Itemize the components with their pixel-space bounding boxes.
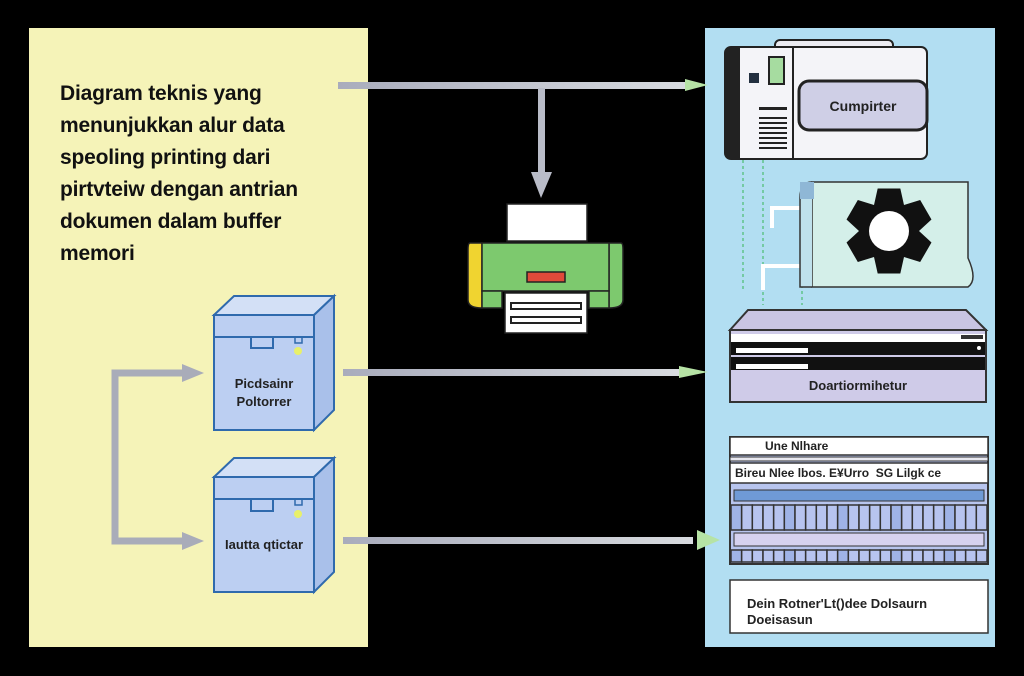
- queue-cell: [868, 549, 882, 563]
- queue-cell: [964, 504, 978, 531]
- queue-cell: [858, 549, 871, 563]
- loop-connector-arrow: [111, 364, 204, 550]
- connection-lines: [742, 160, 803, 305]
- description-line: memori: [60, 242, 135, 265]
- note-box: [729, 579, 989, 634]
- queue-cell: [804, 549, 818, 563]
- queue-cell: [900, 504, 914, 531]
- box-top-label-line1: Picdsainr: [234, 376, 294, 391]
- diagram-description: Diagram teknis yang menunjukkan alur dat…: [60, 78, 350, 270]
- queue-cell: [740, 504, 754, 531]
- arrow-bottom: [343, 530, 720, 550]
- box-top-label: Picdsainr Poltorrer: [214, 375, 314, 411]
- queue-cell: [858, 504, 871, 531]
- queue-cell: [751, 549, 764, 563]
- queue-cell: [879, 504, 892, 531]
- queue-cell: [826, 504, 839, 531]
- description-line: menunjukkan alur data: [60, 114, 285, 137]
- arrow-middle: [343, 366, 708, 378]
- queue-cell: [836, 549, 850, 563]
- queue-cell: [804, 504, 818, 531]
- queue-cell: [943, 504, 956, 531]
- queue-cell: [890, 549, 903, 563]
- queue-cell: [815, 504, 828, 531]
- queue-cell: [911, 549, 924, 563]
- buffer-box-bottom-icon: [211, 455, 337, 595]
- document-queue-panel: [729, 436, 989, 565]
- queue-header: Une Nlhare: [765, 439, 829, 453]
- description-line: dokumen dalam buffer: [60, 210, 282, 233]
- queue-cell: [826, 549, 839, 563]
- server-icon: [727, 309, 989, 403]
- queue-cell: [772, 549, 786, 563]
- queue-cell: [730, 549, 743, 563]
- server-label: Doartiormihetur: [808, 378, 908, 393]
- computer-icon: [724, 39, 929, 160]
- queue-row-text: Bireu Nlee lbos. E¥Urro SG Lilgk ce: [735, 466, 942, 480]
- queue-cell: [900, 549, 914, 563]
- queue-cell: [847, 549, 860, 563]
- queue-cell: [890, 504, 903, 531]
- queue-cell: [922, 549, 935, 563]
- queue-cell: [815, 549, 828, 563]
- note-line-2: Doeisasun: [747, 612, 813, 627]
- queue-cell: [794, 549, 807, 563]
- queue-cell: [730, 504, 743, 531]
- arrow-top: [338, 79, 708, 91]
- computer-label: Cumpirter: [829, 98, 897, 114]
- note-line-1: Dein Rotner'Lt()dee Dolsaurn: [747, 596, 928, 611]
- description-line: pirtvteiw dengan antrian: [60, 178, 298, 201]
- queue-cell: [932, 504, 946, 531]
- queue-cell: [954, 549, 967, 563]
- queue-cell: [964, 549, 978, 563]
- gear-icon: [846, 188, 932, 274]
- queue-cells: [730, 504, 988, 531]
- printer-icon: [467, 203, 624, 334]
- buffer-box-top-icon: [211, 293, 337, 433]
- queue-cell: [836, 504, 850, 531]
- queue-cell: [751, 504, 764, 531]
- queue-cell: [847, 504, 860, 531]
- queue-cell: [975, 504, 988, 531]
- queue-cell: [783, 504, 796, 531]
- box-bottom-label: Iautta qtictar: [224, 537, 303, 552]
- queue-cell: [868, 504, 882, 531]
- queue-cell: [740, 549, 754, 563]
- queue-cell: [794, 504, 807, 531]
- queue-cell: [762, 549, 775, 563]
- arrow-down-to-printer: [531, 88, 552, 198]
- queue-cell: [772, 504, 786, 531]
- queue-cells: [730, 549, 988, 563]
- box-top-label-line2: Poltorrer: [236, 394, 292, 409]
- queue-cell: [879, 549, 892, 563]
- description-line: Diagram teknis yang: [60, 82, 262, 105]
- queue-cell: [922, 504, 935, 531]
- queue-cell: [975, 549, 988, 563]
- description-line: speoling printing dari: [60, 146, 271, 169]
- queue-cell: [954, 504, 967, 531]
- connection-pipes: [761, 206, 800, 290]
- queue-cell: [783, 549, 796, 563]
- queue-cell: [932, 549, 946, 563]
- queue-cell: [911, 504, 924, 531]
- queue-cell: [762, 504, 775, 531]
- queue-cell: [943, 549, 956, 563]
